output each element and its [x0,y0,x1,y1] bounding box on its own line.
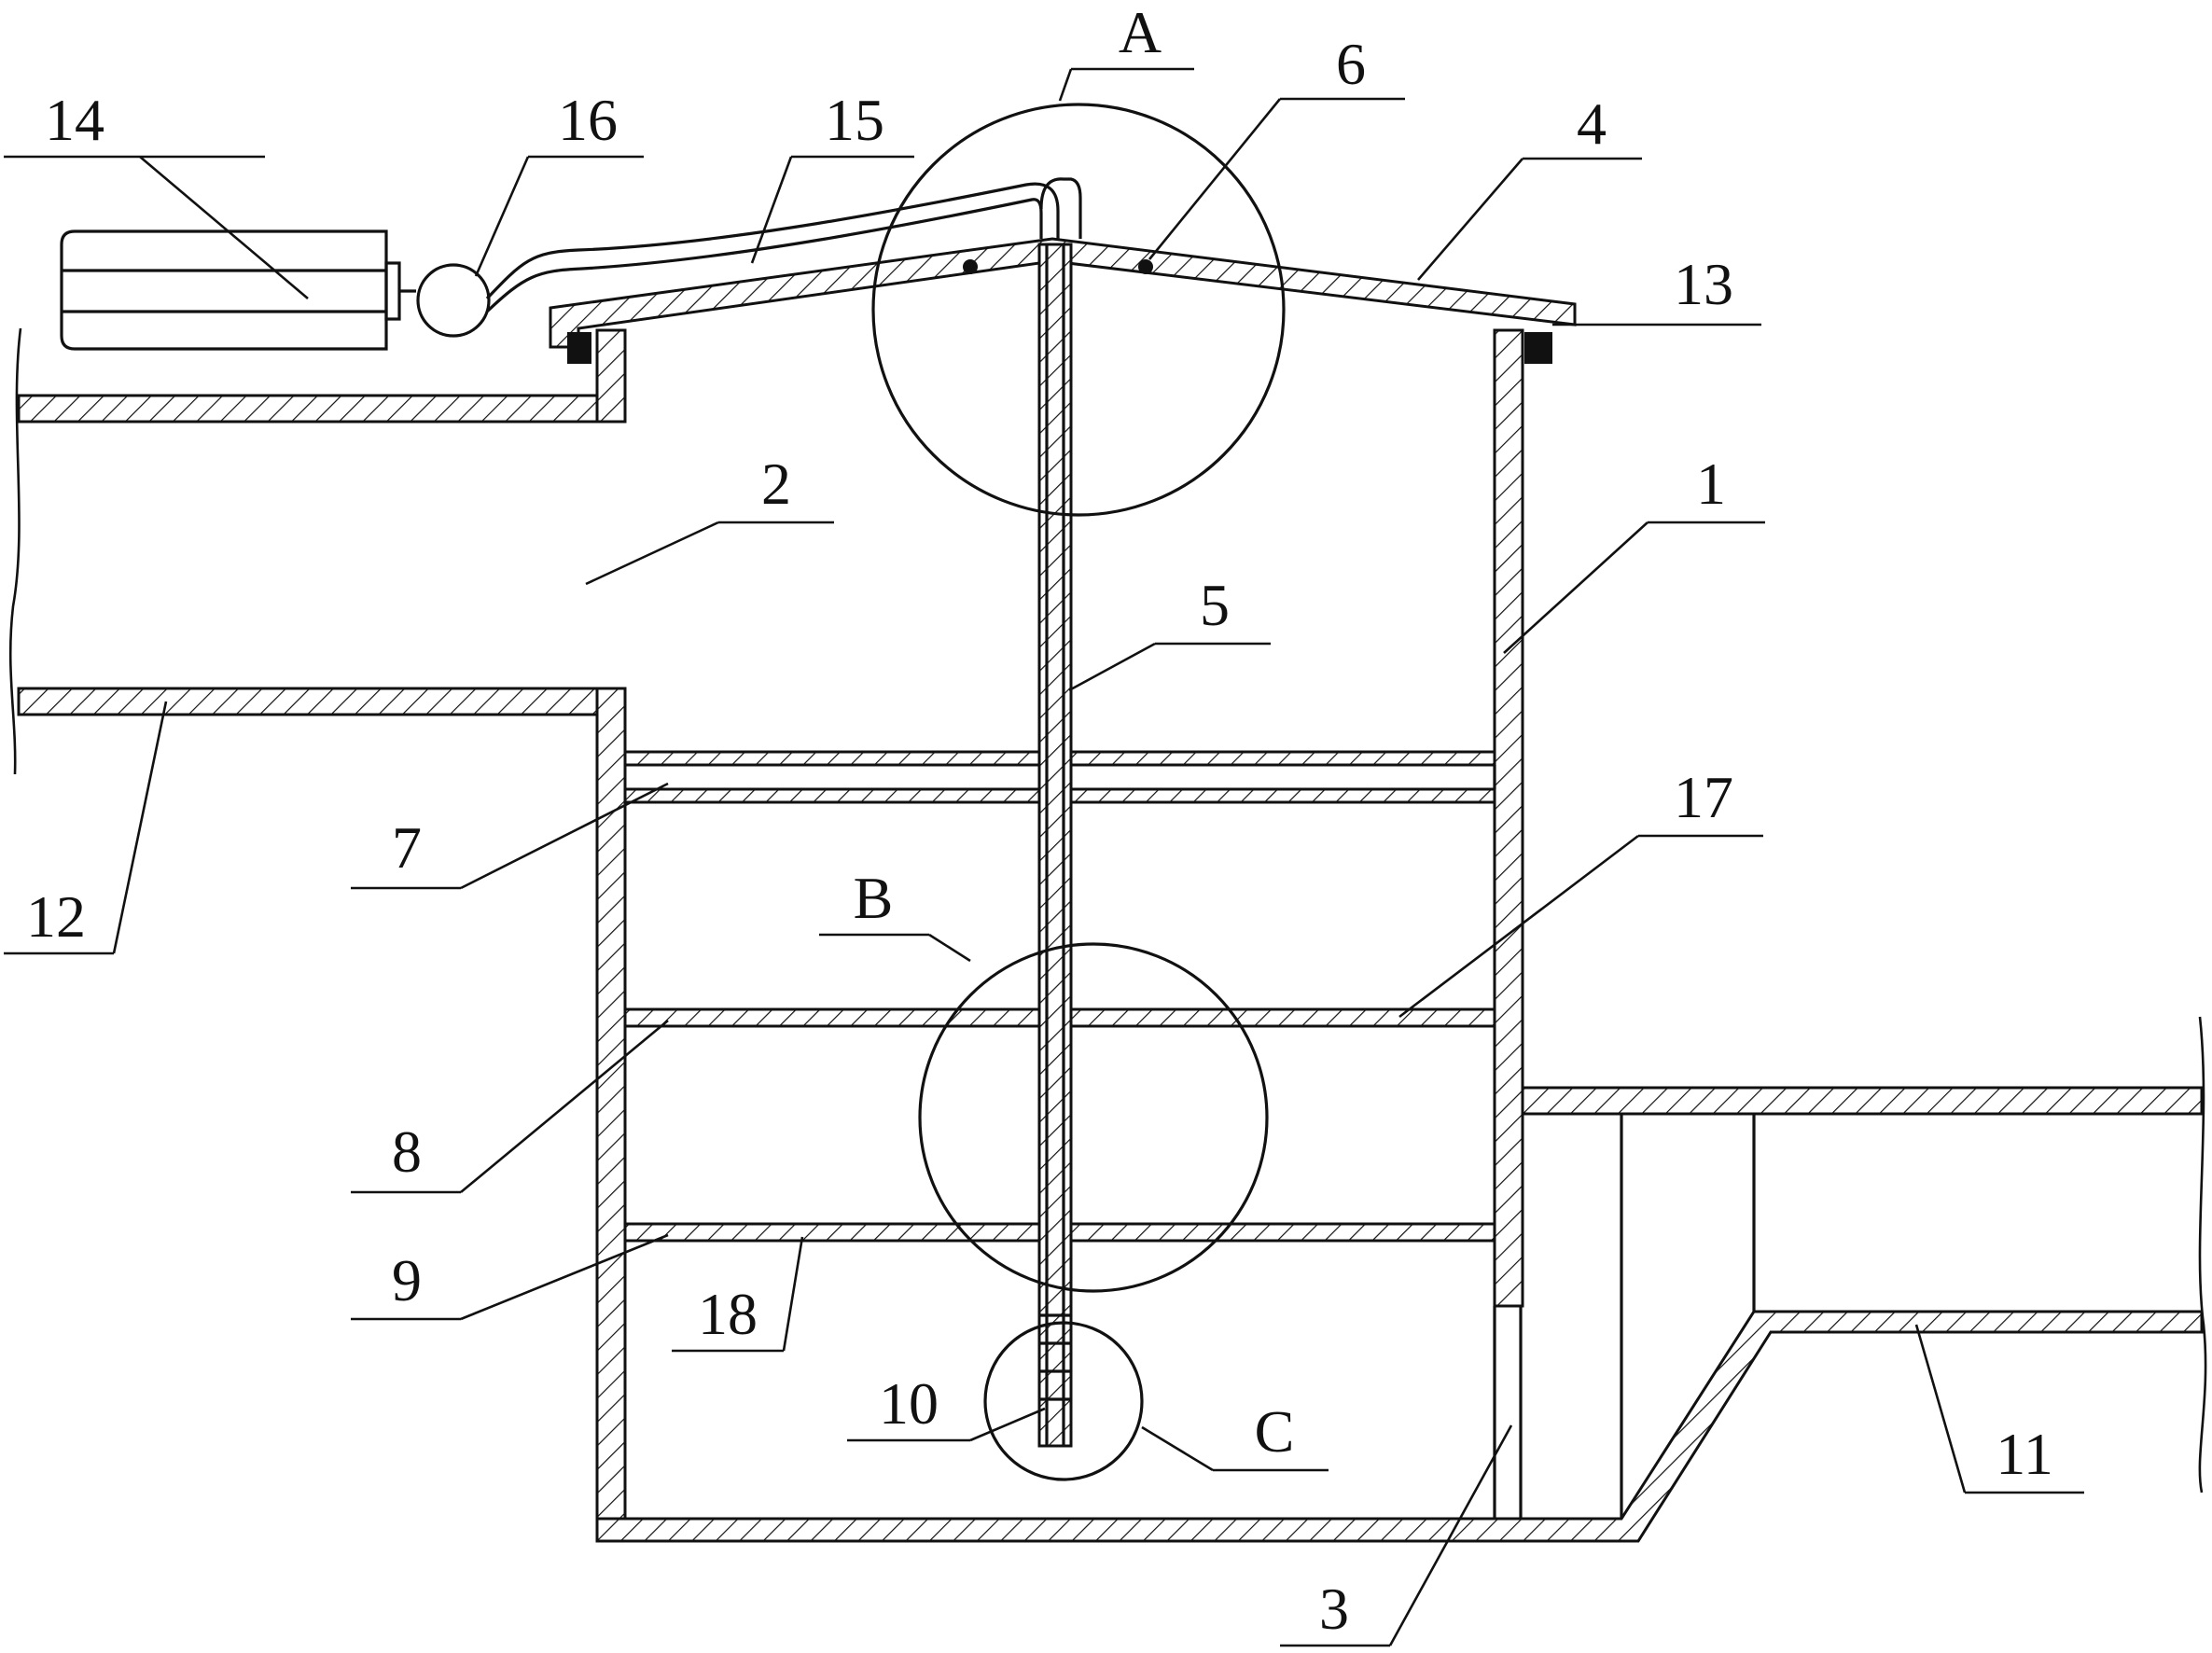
label-14: 14 [45,87,104,153]
label-16: 16 [558,87,618,153]
label-2: 2 [761,451,791,517]
label-3: 3 [1319,1576,1349,1642]
filter-plate-9 [623,1222,1496,1243]
detail-circle-A [871,103,1286,517]
motor-14 [60,229,401,351]
label-C: C [1255,1398,1295,1465]
label-B: B [854,865,894,931]
label-9: 9 [392,1247,422,1313]
label-13: 13 [1674,251,1733,317]
label-4: 4 [1577,90,1607,157]
label-15: 15 [825,87,884,153]
hose-15 [485,177,1082,313]
label-7: 7 [392,814,422,881]
seal-6-left [963,259,978,274]
label-A: A [1119,0,1162,65]
vessel-body-1 [595,328,2204,1543]
label-17: 17 [1674,764,1733,830]
label-5: 5 [1200,572,1230,638]
baffle-plate-3 [1493,1306,1523,1519]
outlet-pipe-11 [1521,1016,2207,1519]
label-6: 6 [1336,31,1366,97]
label-11: 11 [1996,1421,2053,1487]
shaft-5 [1037,243,1073,1448]
filter-plate-8 [623,1007,1496,1028]
label-12: 12 [26,883,86,950]
detail-circle-B [918,942,1269,1293]
inlet-pipe-12 [8,327,627,775]
filter-plate-7 [623,750,1496,804]
leader-lines [4,67,2084,1647]
label-8: 8 [392,1118,422,1185]
detail-circle-C [983,1321,1144,1481]
pump-16 [399,263,491,338]
seal-6-right [1138,259,1153,274]
label-10: 10 [879,1370,939,1437]
label-1: 1 [1696,451,1726,517]
label-18: 18 [698,1281,758,1347]
seal-13-left [567,332,591,364]
seal-13-right [1524,332,1552,364]
